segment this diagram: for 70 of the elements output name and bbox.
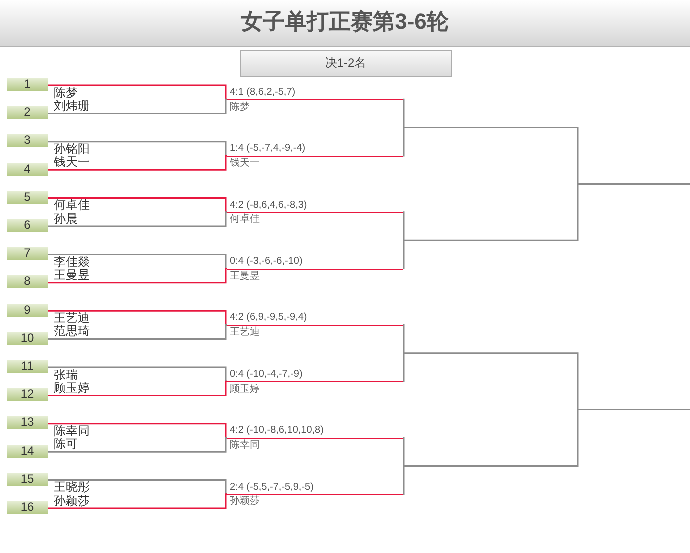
seed-badge: 12 bbox=[7, 388, 48, 402]
winner-name: 王曼昱 bbox=[230, 270, 260, 283]
player-name: 王曼昱 bbox=[54, 268, 90, 282]
player-name: 王晓彤 bbox=[54, 481, 90, 494]
player-name: 陈幸同 bbox=[54, 424, 90, 438]
bracket-line bbox=[402, 324, 405, 382]
title: 女子单打正赛第3-6轮 bbox=[240, 8, 450, 36]
bracket-line bbox=[48, 254, 228, 270]
player-name: 范思琦 bbox=[54, 325, 90, 338]
bracket-line bbox=[48, 324, 228, 340]
player-name: 钱天一 bbox=[54, 156, 90, 170]
bracket-line bbox=[48, 366, 228, 382]
seed-badge: 8 bbox=[7, 275, 48, 288]
player-name: 顾玉婷 bbox=[54, 382, 90, 395]
match-score: 4:2 (6,9,-9,5,-9,4) bbox=[227, 311, 403, 326]
bracket-line bbox=[48, 155, 228, 171]
seed-badge: 7 bbox=[7, 247, 48, 260]
match-score: 4:2 (-8,6,4,6,-8,3) bbox=[227, 198, 403, 214]
bracket-line bbox=[48, 212, 228, 228]
player-name: 何卓佳 bbox=[54, 199, 90, 212]
seed-badge: 15 bbox=[7, 472, 48, 486]
seed-badge: 9 bbox=[7, 304, 48, 317]
bracket-line bbox=[48, 423, 228, 439]
seed-badge: 16 bbox=[7, 501, 48, 514]
match-score: 1:4 (-5,-7,4,-9,-4) bbox=[227, 142, 403, 157]
match-score: 0:4 (-10,-4,-7,-9) bbox=[227, 368, 403, 382]
player-name: 张瑞 bbox=[54, 368, 78, 382]
player-name: 陈梦 bbox=[54, 86, 78, 100]
seed-badge: 6 bbox=[7, 219, 48, 232]
match-score: 4:2 (-10,-8,6,10,10,8) bbox=[227, 424, 403, 439]
seed-badge: 11 bbox=[7, 360, 48, 373]
match-score: 2:4 (-5,5,-7,-5,9,-5) bbox=[227, 480, 403, 496]
seed-badge: 3 bbox=[7, 134, 48, 148]
match-score: 0:4 (-3,-6,-6,-10) bbox=[227, 255, 403, 270]
player-name: 刘炜珊 bbox=[54, 100, 90, 113]
seed-badge: 4 bbox=[7, 162, 48, 176]
winner-name: 钱天一 bbox=[230, 158, 260, 170]
seed-badge: 2 bbox=[7, 106, 48, 120]
winner-name: 顾玉婷 bbox=[230, 384, 260, 396]
bracket-line bbox=[48, 437, 228, 453]
bracket-line bbox=[48, 480, 228, 496]
seed-badge: 1 bbox=[7, 78, 48, 91]
seed-badge: 10 bbox=[7, 332, 48, 345]
bracket-line bbox=[48, 310, 228, 326]
seed-badge: 5 bbox=[7, 190, 48, 204]
bracket-line bbox=[402, 212, 405, 270]
bracket-line bbox=[48, 84, 228, 100]
player-name: 孙颖莎 bbox=[54, 494, 90, 508]
player-name: 孙晨 bbox=[54, 212, 78, 226]
player-name: 王艺迪 bbox=[54, 312, 90, 326]
bracket-line bbox=[48, 141, 228, 157]
winner-name: 孙颖莎 bbox=[230, 496, 260, 508]
bracket-line bbox=[402, 98, 405, 157]
player-name: 孙铭阳 bbox=[54, 142, 90, 156]
winner-name: 何卓佳 bbox=[230, 214, 260, 226]
bracket-line bbox=[48, 494, 228, 510]
player-name: 李佳燚 bbox=[54, 256, 90, 269]
player-name: 陈可 bbox=[54, 438, 78, 452]
winner-name: 陈梦 bbox=[230, 102, 250, 114]
bracket-line bbox=[48, 380, 228, 396]
bracket-line bbox=[48, 268, 228, 284]
match-score: 4:1 (8,6,2,-5,7) bbox=[227, 86, 403, 100]
seed-badge: 13 bbox=[7, 416, 48, 430]
bracket-line bbox=[402, 437, 405, 496]
seed-badge: 14 bbox=[7, 444, 48, 458]
bracket-line bbox=[48, 198, 228, 214]
round-header: 决1-2名 bbox=[240, 50, 452, 77]
winner-name: 王艺迪 bbox=[230, 327, 260, 340]
winner-name: 陈幸同 bbox=[230, 440, 260, 452]
bracket-line bbox=[48, 98, 228, 114]
